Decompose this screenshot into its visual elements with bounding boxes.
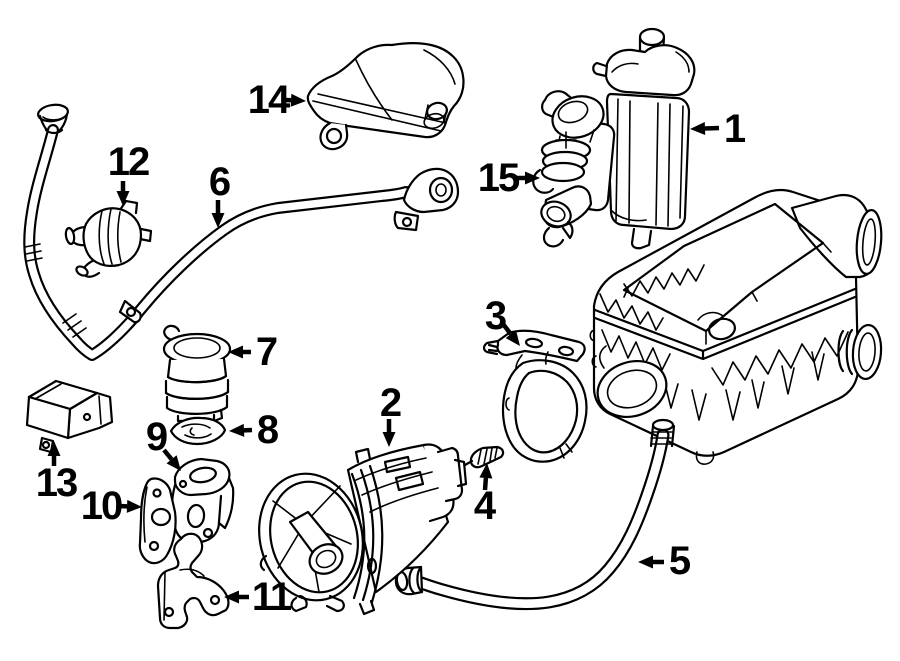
pipe-bracket-tab <box>393 210 420 232</box>
callout-3-arrowhead <box>505 330 520 346</box>
part-11-mounting-bracket <box>156 532 230 630</box>
callout-12-label: 12 <box>107 140 150 184</box>
callout-2-arrowhead <box>382 432 396 447</box>
bracket-hole <box>150 507 172 527</box>
part-12-check-valve <box>64 199 153 278</box>
callout-11-label: 11 <box>251 575 292 619</box>
gasket-ring <box>501 359 588 463</box>
part-8-gasket <box>169 416 227 446</box>
part-1-filter-canister <box>592 27 696 250</box>
part-7-combination-valve <box>162 324 232 423</box>
part-14-cover <box>306 42 465 151</box>
callout-11-arrowhead <box>224 590 239 604</box>
callout-14-label: 14 <box>247 78 290 122</box>
mounting-hole <box>125 306 137 318</box>
air-cleaner-front-port <box>596 360 668 418</box>
fan-spokes <box>272 485 352 593</box>
callout-5-label: 5 <box>668 539 691 583</box>
callout-8-arrowhead <box>229 423 245 437</box>
callout-6-label: 6 <box>208 160 231 204</box>
pump-outlet-cone <box>308 543 344 575</box>
part-2-air-pump <box>258 443 468 616</box>
callout-7-arrowhead <box>228 345 243 359</box>
pipe-flared-end <box>37 103 69 123</box>
part-13-valve-module <box>25 379 114 454</box>
mounting-hole <box>325 127 343 145</box>
part-4-screw <box>463 445 505 469</box>
callout-5-arrowhead <box>638 555 653 569</box>
callout-1-label: 1 <box>723 107 746 151</box>
callout-13-label: 13 <box>35 461 78 505</box>
mounting-hole <box>209 594 221 606</box>
part-6-air-pipe <box>23 103 460 361</box>
clamshell-seam <box>593 287 857 361</box>
mounting-hole <box>401 216 413 228</box>
part-3-bracket-gasket <box>482 329 588 463</box>
callout-1-arrowhead <box>690 121 706 135</box>
cover-mount-tab <box>319 121 349 151</box>
callout-8-label: 8 <box>256 408 279 452</box>
callout-9-arrow <box>162 448 174 461</box>
callout-4-label: 4 <box>473 484 496 528</box>
callout-10-label: 10 <box>80 484 123 528</box>
lid-hole <box>708 317 736 341</box>
callout-4-arrowhead <box>479 463 493 479</box>
callout-7-label: 7 <box>255 330 278 374</box>
callout-3-arrow <box>501 322 513 336</box>
pipe-bracket-tab <box>118 299 142 324</box>
bracket-hole <box>186 503 206 529</box>
callout-10-arrowhead <box>126 499 142 513</box>
callout-2-label: 2 <box>379 381 402 425</box>
callout-12-arrowhead <box>116 191 130 206</box>
callout-3-label: 3 <box>484 294 507 338</box>
callout-14-arrowhead <box>290 93 306 107</box>
mounting-hole <box>41 440 51 450</box>
callout-13-arrowhead <box>47 441 61 456</box>
callout-15-arrowhead <box>525 171 540 185</box>
hose-ribs <box>24 243 87 338</box>
part-9-bracket <box>170 457 235 545</box>
callout-9-label: 9 <box>145 415 168 459</box>
callout-4-arrow <box>482 477 489 491</box>
air-cleaner-assembly <box>589 188 883 465</box>
spring-clips <box>599 293 664 331</box>
bracket-hole <box>189 466 217 484</box>
part-5-hose <box>394 418 676 611</box>
callout-9-arrowhead <box>166 455 181 471</box>
mounting-hole <box>163 606 175 618</box>
callout-6-arrowhead <box>211 213 225 228</box>
part-15-valve-assembly <box>532 90 616 248</box>
part-10-bracket-plate <box>138 477 177 565</box>
callout-15-label: 15 <box>477 156 520 200</box>
